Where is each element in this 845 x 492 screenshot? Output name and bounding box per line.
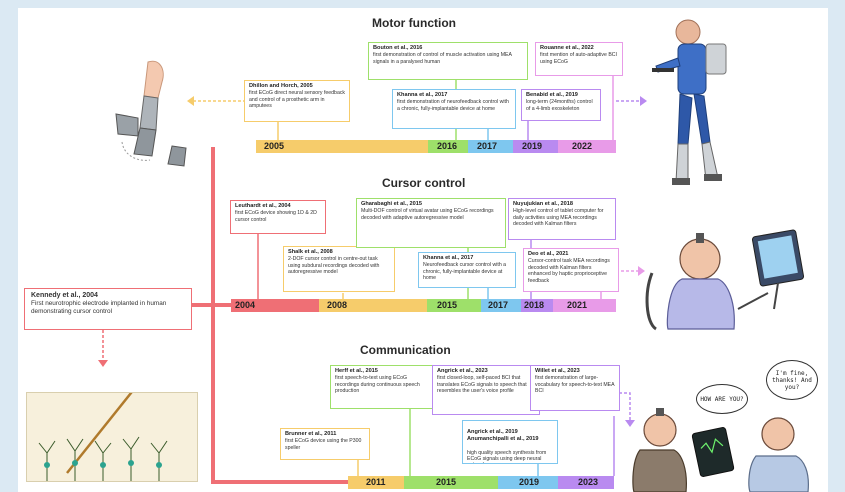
cursor-title: Cursor control bbox=[382, 176, 466, 190]
milestone-box: Willet et al., 2023 first demonstration … bbox=[530, 365, 620, 411]
milestone-box: Bouton et al., 2016 first demonstration … bbox=[368, 42, 528, 80]
motor-seg-2005 bbox=[256, 140, 428, 153]
cursor-seg-2018 bbox=[521, 299, 553, 312]
milestone-box: Khanna et al., 2017 first demonstration … bbox=[392, 89, 516, 129]
kennedy-title: Kennedy et al., 2004 bbox=[31, 292, 98, 299]
milestone-text: High-level control of tablet computer fo… bbox=[513, 208, 604, 228]
milestone-box: Benabid et al., 2019 long-term (24months… bbox=[521, 89, 601, 121]
neuron-drawing bbox=[38, 393, 168, 481]
milestone-text: Neurofeedback cursor control with a chro… bbox=[423, 262, 507, 282]
milestone-title: Rouanne et al., 2022 bbox=[540, 45, 594, 51]
cursor-year-label: 2021 bbox=[567, 300, 588, 310]
milestone-text: first closed-loop, self-paced BCI that t… bbox=[437, 375, 527, 395]
motor-year-label: 2022 bbox=[572, 141, 593, 151]
motor-year-label: 2017 bbox=[477, 141, 498, 151]
milestone-text: first ECoG device showing 1D & 2D cursor… bbox=[235, 210, 317, 223]
milestone-box: Deo et al., 2021 Cursor-control task MEA… bbox=[523, 248, 619, 292]
comm-year-label: 2015 bbox=[436, 477, 457, 487]
milestone-title: Khanna et al., 2017 bbox=[423, 255, 474, 261]
milestone-title: Dhillon and Horch, 2005 bbox=[249, 83, 313, 89]
milestone-text: 2-DOF cursor control in centre-out task … bbox=[288, 256, 380, 276]
comm-year-label: 2011 bbox=[366, 477, 386, 487]
motor-seg-2016 bbox=[428, 140, 468, 153]
milestone-title: Willet et al., 2023 bbox=[535, 368, 580, 374]
milestone-box: Nuyujukian et al., 2018 High-level contr… bbox=[508, 198, 616, 240]
comm-year-label: 2023 bbox=[578, 477, 599, 487]
milestone-title: Benabid et al., 2019 bbox=[526, 92, 578, 98]
milestone-title: Angrick et al., 2023 bbox=[437, 368, 488, 374]
cursor-timeline: 2004 2008 2015 2017 2018 2021 bbox=[231, 299, 616, 312]
milestone-title: Shalk et al., 2008 bbox=[288, 249, 333, 255]
cursor-year-label: 2008 bbox=[327, 300, 348, 310]
milestone-title: Gharabaghi et al., 2015 bbox=[361, 201, 422, 207]
kennedy-text: First neurotrophic electrode implanted i… bbox=[31, 300, 167, 315]
motor-year-label: 2016 bbox=[437, 141, 458, 151]
milestone-title: Angrick et al., 2019 Anumanchipalli et a… bbox=[467, 429, 539, 442]
milestone-text: first speech-to-text using ECoG recordin… bbox=[335, 375, 420, 395]
speech-bubble-answer: I'm fine, thanks! And you? bbox=[766, 360, 818, 400]
cursor-seg-2021 bbox=[553, 299, 616, 312]
comm-seg-2019 bbox=[498, 476, 558, 489]
cursor-seg-2008 bbox=[319, 299, 427, 312]
motor-timeline: 2005 2016 2017 2019 2022 bbox=[256, 140, 616, 153]
speech-bubble-question: HOW ARE YOU? bbox=[696, 384, 748, 414]
milestone-text: first ECoG direct neural sensory feedbac… bbox=[249, 90, 346, 110]
motor-year-label: 2019 bbox=[522, 141, 543, 151]
cursor-user-illustration bbox=[645, 229, 805, 331]
comm-seg-2011 bbox=[348, 476, 404, 489]
comm-seg-2023 bbox=[558, 476, 614, 489]
motor-seg-2022 bbox=[558, 140, 616, 153]
motor-seg-2019 bbox=[513, 140, 558, 153]
milestone-box: Brunner et al., 2011 first ECoG device u… bbox=[280, 428, 370, 460]
motor-year-label: 2005 bbox=[264, 141, 285, 151]
cursor-year-label: 2018 bbox=[524, 300, 545, 310]
cursor-seg-2004 bbox=[231, 299, 319, 312]
milestone-box: Rouanne et al., 2022 first mention of au… bbox=[535, 42, 623, 76]
milestone-title: Herff et al., 2015 bbox=[335, 368, 378, 374]
figure-card: Motor function Cursor control Communicat… bbox=[18, 8, 828, 492]
microelectrode-illustration bbox=[26, 392, 198, 482]
milestone-text: first ECoG device using the P300 speller bbox=[285, 438, 362, 451]
cursor-seg-2017 bbox=[481, 299, 521, 312]
kennedy-box: Kennedy et al., 2004 First neurotrophic … bbox=[24, 288, 192, 330]
milestone-text: first demonstration of control of muscle… bbox=[373, 52, 512, 65]
milestone-title: Bouton et al., 2016 bbox=[373, 45, 423, 51]
milestone-text: Cursor-control task MEA recordings decod… bbox=[528, 258, 610, 284]
milestone-title: Nuyujukian et al., 2018 bbox=[513, 201, 574, 207]
comm-year-label: 2019 bbox=[519, 477, 540, 487]
exoskeleton-illustration bbox=[652, 19, 727, 185]
milestone-title: Brunner et al., 2011 bbox=[285, 431, 337, 437]
milestone-text: long-term (24months) control of a 4-limb… bbox=[526, 99, 593, 112]
milestone-box: Herff et al., 2015 first speech-to-text … bbox=[330, 365, 434, 409]
milestone-box: Khanna et al., 2017 Neurofeedback cursor… bbox=[418, 252, 516, 288]
milestone-title: Khanna et al., 2017 bbox=[397, 92, 448, 98]
prosthetic-arm-illustration bbox=[115, 60, 187, 167]
milestone-box: Angrick et al., 2023 first closed-loop, … bbox=[432, 365, 540, 415]
milestone-text: first demonstration of large-vocabulary … bbox=[535, 375, 615, 395]
motor-seg-2017 bbox=[468, 140, 513, 153]
communication-title: Communication bbox=[360, 343, 451, 357]
speech-scene-illustration bbox=[632, 408, 809, 492]
milestone-title: Deo et al., 2021 bbox=[528, 251, 569, 257]
cursor-seg-2015 bbox=[427, 299, 481, 312]
cursor-year-label: 2004 bbox=[235, 300, 256, 310]
milestone-text: first mention of auto-adaptive BCI using… bbox=[540, 52, 617, 65]
motor-title: Motor function bbox=[372, 16, 456, 30]
milestone-title: Leuthardt et al., 2004 bbox=[235, 203, 291, 209]
milestone-text: Multi-DOF control of virtual avatar usin… bbox=[361, 208, 494, 221]
milestone-box: Leuthardt et al., 2004 first ECoG device… bbox=[230, 200, 326, 234]
milestone-text: first demonstration of neurofeedback con… bbox=[397, 99, 509, 112]
cursor-year-label: 2017 bbox=[488, 300, 509, 310]
comm-seg-2015 bbox=[404, 476, 498, 489]
milestone-box: Angrick et al., 2019 Anumanchipalli et a… bbox=[462, 420, 558, 464]
milestone-box: Dhillon and Horch, 2005 first ECoG direc… bbox=[244, 80, 350, 122]
milestone-text: high quality speech synthesis from ECoG … bbox=[467, 449, 547, 463]
milestone-box: Shalk et al., 2008 2-DOF cursor control … bbox=[283, 246, 395, 292]
communication-timeline: 2011 2015 2019 2023 bbox=[348, 476, 614, 489]
milestone-box: Gharabaghi et al., 2015 Multi-DOF contro… bbox=[356, 198, 506, 248]
cursor-year-label: 2015 bbox=[437, 300, 458, 310]
